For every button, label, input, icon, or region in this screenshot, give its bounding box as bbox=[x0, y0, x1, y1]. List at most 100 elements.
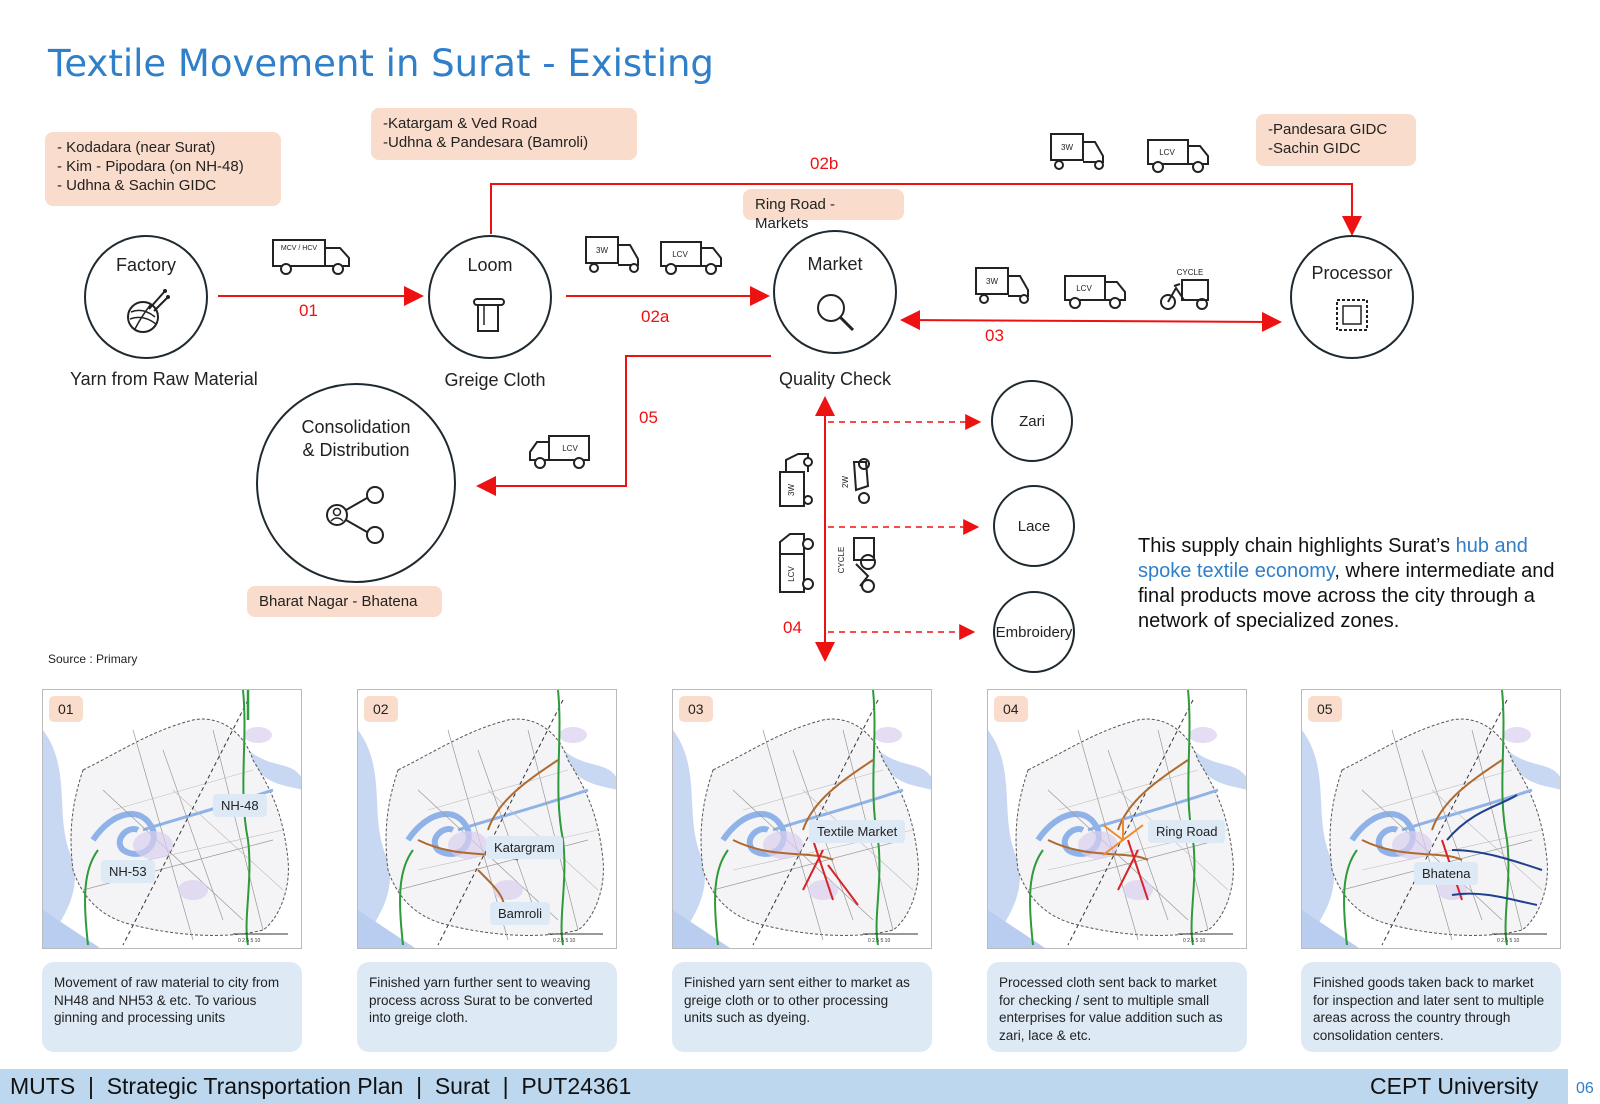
loom-label: Greige Cloth bbox=[444, 370, 546, 390]
map-panel-05: 05 Bhatena bbox=[1301, 689, 1561, 949]
footer-bar bbox=[0, 1069, 1568, 1104]
flow-03-label: 03 bbox=[985, 326, 1004, 345]
tag-line: -Sachin GIDC bbox=[1268, 140, 1361, 157]
tag-line: - Kim - Pipodara (on NH-48) bbox=[57, 158, 244, 175]
loom-node: Loom bbox=[428, 235, 552, 359]
lace-node: Lace bbox=[993, 485, 1075, 567]
flow-diagram-lines bbox=[218, 183, 1362, 662]
map-label: Katargram bbox=[486, 836, 563, 859]
vehicle-type-label: LCV bbox=[562, 444, 578, 453]
processor-title: Processor bbox=[1311, 263, 1393, 283]
flow-01-label: 01 bbox=[299, 301, 318, 320]
vehicle-type-label: 3W bbox=[787, 484, 796, 496]
factory-title: Factory bbox=[115, 255, 176, 275]
magnifier-icon bbox=[817, 294, 855, 332]
tag-line: -Udhna & Pandesara (Bamroli) bbox=[383, 134, 589, 151]
market-node: Market bbox=[773, 230, 897, 354]
processor-locations-tag: -Pandesara GIDC -Sachin GIDC bbox=[1256, 114, 1416, 166]
tag-line: - Udhna & Sachin GIDC bbox=[57, 177, 217, 194]
map-caption-05: Finished goods taken back to market for … bbox=[1301, 962, 1561, 1052]
market-title: Market bbox=[807, 254, 863, 274]
three-wheeler-icon: 3W bbox=[974, 266, 1034, 306]
three-wheeler-icon: 3W bbox=[1049, 132, 1109, 172]
market-location-tag: Ring Road - Markets bbox=[743, 189, 904, 232]
flow-02b-arrow bbox=[490, 183, 1362, 236]
map-number: 01 bbox=[49, 696, 83, 722]
zari-node: Zari bbox=[991, 380, 1073, 462]
yarn-ball-icon bbox=[127, 289, 170, 333]
flow-02a-label: 02a bbox=[641, 307, 670, 326]
market-label: Quality Check bbox=[778, 369, 892, 389]
map-label: Textile Market bbox=[809, 820, 906, 843]
map-number: 03 bbox=[679, 696, 713, 722]
city-map-05 bbox=[1302, 690, 1561, 949]
map-panel-02: 02 Katargram Bamroli bbox=[357, 689, 617, 949]
map-caption-02: Finished yarn further sent to weaving pr… bbox=[357, 962, 617, 1052]
consolidation-title-line2: & Distribution bbox=[302, 440, 410, 460]
map-label: Ring Road bbox=[1148, 820, 1226, 843]
map-caption-04: Processed cloth sent back to market for … bbox=[987, 962, 1247, 1052]
flow-05-label: 05 bbox=[639, 408, 658, 427]
cargo-cycle-icon: CYCLE bbox=[1156, 266, 1216, 312]
footer-institution: CEPT University bbox=[1370, 1073, 1539, 1099]
city-map-02 bbox=[358, 690, 617, 949]
vehicle-type-label: LCV bbox=[787, 566, 796, 582]
flow-04-label: 04 bbox=[783, 618, 802, 637]
factory-locations-tag: - Kodadara (near Surat) - Kim - Pipodara… bbox=[45, 132, 281, 206]
map-number: 02 bbox=[364, 696, 398, 722]
stamp-icon bbox=[1336, 299, 1368, 331]
vehicle-type-label: LCV bbox=[1159, 148, 1175, 157]
three-wheeler-icon: 3W bbox=[584, 235, 644, 275]
vehicle-type-label: LCV bbox=[672, 250, 688, 259]
tag-line: -Pandesara GIDC bbox=[1268, 121, 1388, 138]
vehicle-type-label: 3W bbox=[1061, 143, 1073, 152]
lcv-truck-icon: LCV bbox=[527, 432, 593, 472]
consolidation-location-tag: Bharat Nagar - Bhatena bbox=[247, 586, 442, 617]
vehicle-type-label: 3W bbox=[986, 277, 998, 286]
map-panel-03: 03 Textile Market bbox=[672, 689, 932, 949]
summary-part1: This supply chain highlights Surat’s bbox=[1138, 535, 1456, 557]
map-label: Bamroli bbox=[490, 902, 551, 925]
vehicle-type-label: CYCLE bbox=[1177, 268, 1204, 277]
map-number: 04 bbox=[994, 696, 1028, 722]
vehicle-type-label: 2W bbox=[841, 476, 850, 488]
lcv-truck-icon: LCV bbox=[1146, 136, 1212, 176]
map-caption-01: Movement of raw material to city from NH… bbox=[42, 962, 302, 1052]
factory-label: Yarn from Raw Material bbox=[70, 369, 258, 389]
lcv-truck-icon: LCV bbox=[1063, 272, 1129, 312]
lcv-truck-icon: LCV bbox=[659, 238, 725, 278]
factory-node: Factory bbox=[84, 235, 208, 359]
share-network-icon bbox=[326, 486, 384, 544]
embroidery-node: Embroidery bbox=[993, 591, 1075, 673]
source-note: Source : Primary bbox=[48, 652, 138, 666]
vehicle-type-label: 3W bbox=[596, 246, 608, 255]
vehicle-type-label: CYCLE bbox=[837, 547, 846, 574]
tag-line: - Kodadara (near Surat) bbox=[57, 139, 216, 156]
map-panel-04: 04 Ring Road bbox=[987, 689, 1247, 949]
loom-title: Loom bbox=[467, 255, 513, 275]
cargo-cycle-icon: CYCLE bbox=[836, 534, 882, 594]
summary-text: This supply chain highlights Surat’s hub… bbox=[1138, 534, 1558, 634]
city-map-03 bbox=[673, 690, 932, 949]
summary-highlight: hub and spoke textile economy bbox=[1138, 535, 1528, 582]
map-number: 05 bbox=[1308, 696, 1342, 722]
consolidation-node: Consolidation & Distribution bbox=[256, 383, 456, 583]
map-caption-03: Finished yarn sent either to market as g… bbox=[672, 962, 932, 1052]
flow-02b-label: 02b bbox=[810, 154, 839, 173]
scooter-icon: 2W bbox=[838, 456, 878, 506]
loom-locations-tag: -Katargam & Ved Road -Udhna & Pandesara … bbox=[371, 108, 637, 160]
consolidation-title-line1: Consolidation bbox=[301, 417, 411, 437]
tag-line: -Katargam & Ved Road bbox=[383, 115, 538, 132]
summary-part2: , where intermediate and final products … bbox=[1138, 560, 1555, 632]
vehicle-type-label: LCV bbox=[1076, 284, 1092, 293]
city-map-04 bbox=[988, 690, 1247, 949]
three-wheeler-icon: 3W bbox=[776, 452, 816, 510]
cloth-roll-icon bbox=[473, 298, 505, 332]
vehicle-type-label: MCV / HCV bbox=[281, 245, 318, 252]
flow-05-arrow bbox=[476, 355, 771, 496]
processor-node: Processor bbox=[1290, 235, 1414, 359]
map-label: NH-53 bbox=[101, 860, 155, 883]
city-map-01 bbox=[43, 690, 302, 949]
page-number: 06 bbox=[1576, 1080, 1594, 1097]
truck-mcv-hcv-icon: MCV / HCV bbox=[272, 238, 352, 278]
